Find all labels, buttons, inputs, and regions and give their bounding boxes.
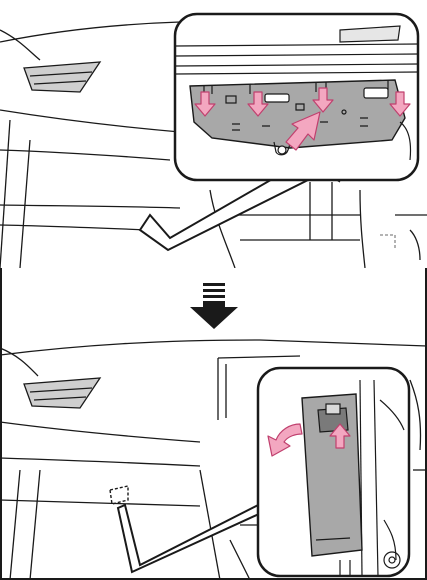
fuse-cover-location-marker <box>110 486 128 504</box>
fuse-cover-plate <box>302 394 362 576</box>
bottom-callout-pointer <box>118 500 272 572</box>
bottom-callout <box>258 368 409 576</box>
top-callout <box>175 14 420 180</box>
transition-down-arrow-icon <box>190 283 238 329</box>
bottom-vent-icon <box>24 378 100 408</box>
